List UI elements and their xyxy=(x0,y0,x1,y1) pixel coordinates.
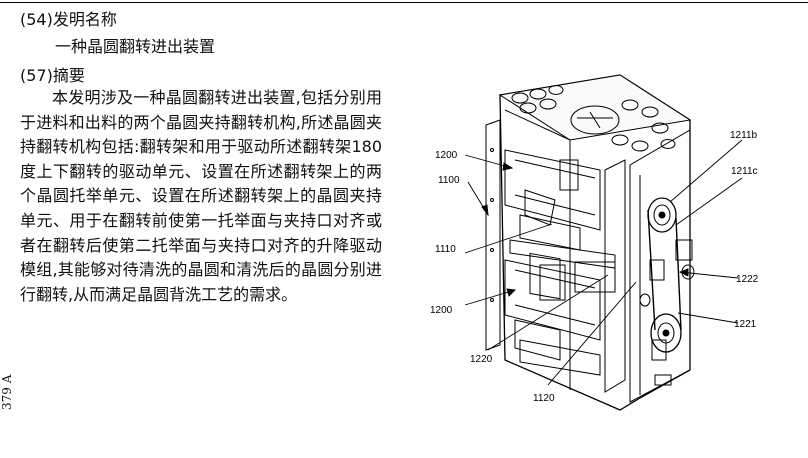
invention-title: 一种晶圆翻转进出装置 xyxy=(55,37,216,56)
section-54-label: (54)发明名称 xyxy=(20,10,117,29)
label-1211c: 1211c xyxy=(731,166,758,177)
figure-labels: 1200 1100 1110 1200 1220 1120 1211b 1211… xyxy=(430,130,759,404)
machine-drawing xyxy=(485,74,695,411)
label-1221: 1221 xyxy=(734,319,757,330)
leader-lines xyxy=(464,139,743,386)
header-rule xyxy=(0,2,808,3)
label-1220: 1220 xyxy=(470,354,493,365)
abstract-text: 本发明涉及一种晶圆翻转进出装置,包括分别用于进料和出料的两个晶圆夹持翻转机构,所… xyxy=(20,88,382,304)
label-1211b: 1211b xyxy=(730,130,758,141)
label-1200-upper: 1200 xyxy=(435,150,458,161)
label-1222: 1222 xyxy=(736,274,759,285)
label-1100: 1100 xyxy=(438,175,460,186)
label-1200-lower: 1200 xyxy=(430,305,453,316)
section-57-label: (57)摘要 xyxy=(20,66,85,85)
label-1110: 1110 xyxy=(435,244,456,255)
label-1120: 1120 xyxy=(533,393,555,404)
